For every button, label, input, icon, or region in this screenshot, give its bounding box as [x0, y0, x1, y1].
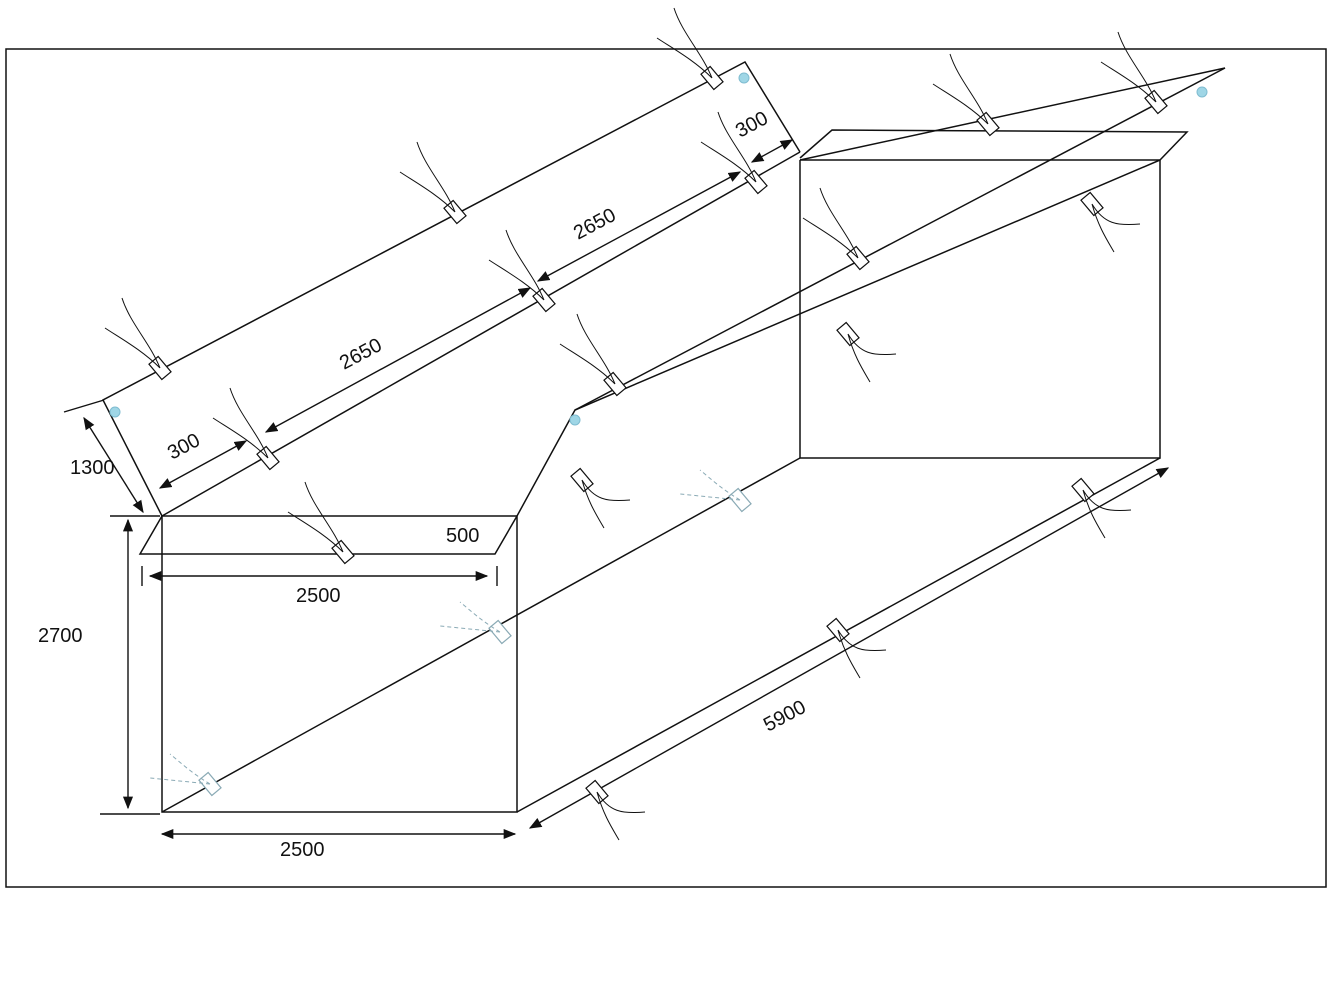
- front-top-flap: [138, 515, 518, 555]
- dim-line-5900: [528, 467, 1170, 829]
- label-2650-a: 2650: [336, 334, 386, 374]
- strap-buckle: [700, 111, 768, 195]
- strap-buckle: [559, 313, 627, 397]
- roof-inner-edge: [161, 151, 801, 517]
- back-panel: [799, 160, 1161, 459]
- drawing-frame: [5, 48, 1327, 888]
- label-2500-top: 2500: [296, 585, 341, 607]
- eyelet: [569, 414, 581, 426]
- front-panel: [161, 515, 518, 813]
- label-2700: 2700: [38, 625, 83, 647]
- back-top-flap: [799, 129, 1189, 161]
- eyelet: [738, 72, 750, 84]
- strap-buckle: [1071, 477, 1132, 539]
- strap-buckle: [1100, 31, 1168, 115]
- strap-group: [104, 7, 1168, 841]
- strap-buckle: [656, 7, 724, 91]
- side-diagonal: [161, 457, 801, 813]
- roof-flap-outline: [101, 61, 801, 517]
- strap-buckle: [287, 481, 355, 565]
- dim-line-2650-b: [536, 171, 742, 282]
- strap-buckle: [439, 601, 512, 645]
- eyelet: [109, 406, 121, 418]
- strap-buckle: [399, 141, 467, 225]
- strap-buckle: [149, 753, 222, 797]
- strap-buckle: [585, 779, 646, 841]
- strap-buckle: [836, 321, 897, 383]
- strap-buckle: [570, 467, 631, 529]
- dim-line-2650-a: [264, 287, 532, 433]
- strap-buckle: [826, 617, 887, 679]
- dim-line-300-right: [750, 139, 794, 163]
- label-2650-b: 2650: [570, 204, 620, 244]
- structure-outline: [101, 61, 1226, 813]
- eyelet-group: [109, 72, 1208, 426]
- strap-buckle: [104, 297, 172, 381]
- label-300-left: 300: [164, 429, 204, 464]
- strap-buckle: [802, 187, 870, 271]
- dimension-labels: 2700 2500 2500 500 1300 300 2650 2650 30…: [38, 107, 810, 861]
- label-1300: 1300: [70, 457, 115, 479]
- strap-buckle: [1080, 191, 1141, 253]
- label-500: 500: [446, 525, 479, 547]
- label-300-right: 300: [732, 107, 772, 142]
- long-diagonal: [799, 67, 1226, 161]
- label-5900: 5900: [760, 696, 810, 736]
- strap-buckle: [488, 229, 556, 313]
- tick-1300-top: [63, 399, 105, 413]
- dim-line-1300: [83, 416, 144, 514]
- strap-buckle: [679, 469, 752, 513]
- long-diagonal-2: [574, 67, 1226, 411]
- strap-buckle: [932, 53, 1000, 137]
- dim-line-300-left: [158, 440, 248, 489]
- eyelet: [1196, 86, 1208, 98]
- dimension-lines: [63, 139, 1170, 840]
- strap-buckle: [212, 387, 280, 471]
- label-2500-bottom: 2500: [280, 839, 325, 861]
